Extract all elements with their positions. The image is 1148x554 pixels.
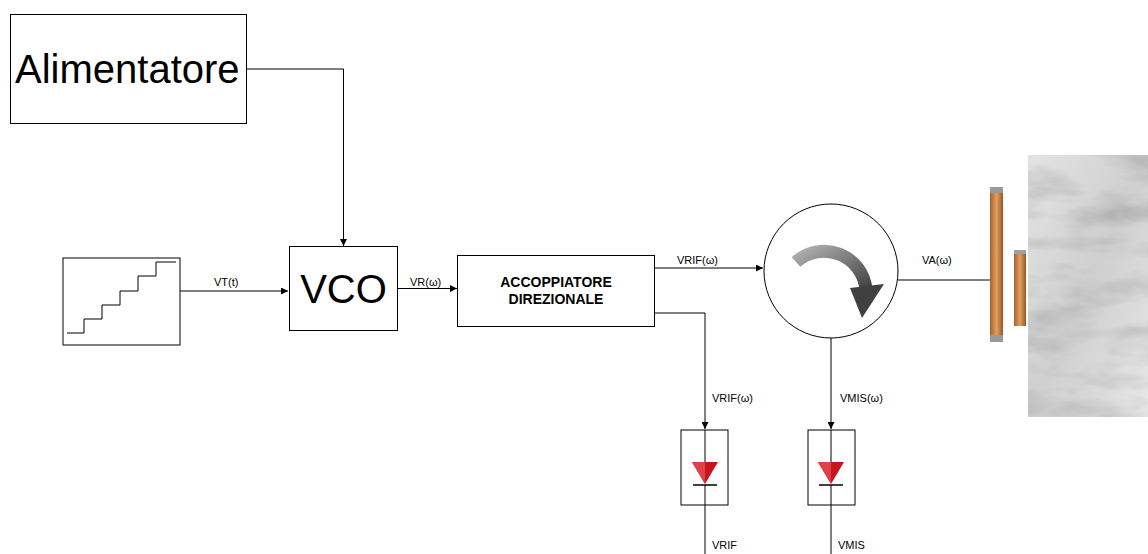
diode-detector (808, 430, 855, 554)
staircase-generator (63, 244, 180, 345)
signal-name: VA(ω) (921, 254, 953, 266)
coupler-box: ACCOPPIATORE DIREZIONALE (457, 255, 655, 327)
antenna (990, 187, 1026, 342)
diode-detector (681, 430, 728, 554)
signal-wire (653, 313, 705, 429)
output-name: VMIS (837, 539, 866, 551)
signal-name: VRIF(ω) (711, 392, 754, 404)
signal-wire (180, 291, 288, 292)
circulator (764, 204, 898, 338)
signal-name: VMIS(ω) (839, 392, 884, 404)
power-supply-box: Alimentatore (10, 14, 247, 124)
signal-name: VRIF(ω) (676, 254, 719, 266)
vco-box: VCO (289, 246, 398, 331)
signal-wire (898, 280, 990, 281)
connector (398, 288, 457, 289)
marble-sample (1028, 155, 1148, 417)
signal-name: VR(ω) (409, 276, 442, 288)
output-name: VRIF (711, 539, 738, 551)
signal-wire (831, 338, 832, 429)
node-text: VCO (300, 265, 387, 313)
node-text: ACCOPPIATORE DIREZIONALE (466, 274, 646, 308)
signal-wire (653, 268, 763, 269)
signal-name: VT(t) (213, 276, 239, 288)
node-text: Alimentatore (15, 45, 240, 93)
connector (247, 69, 344, 246)
